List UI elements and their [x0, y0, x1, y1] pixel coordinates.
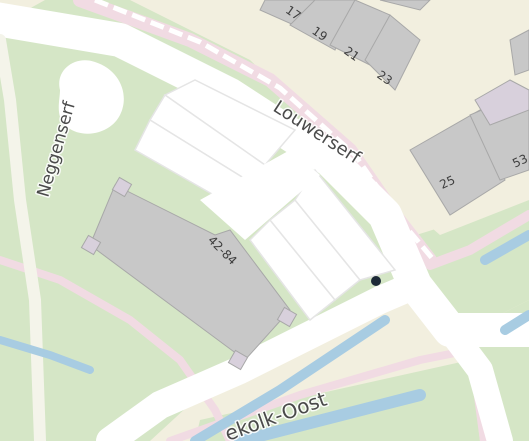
parking-areas — [134, 79, 397, 322]
house-number-53: 53 — [510, 151, 529, 170]
buildings — [89, 0, 529, 361]
roundabout — [58, 60, 124, 134]
location-dot-icon[interactable] — [371, 276, 381, 286]
building-corners — [80, 176, 298, 371]
water-canals — [0, 230, 529, 441]
house-number-25: 25 — [437, 173, 457, 192]
